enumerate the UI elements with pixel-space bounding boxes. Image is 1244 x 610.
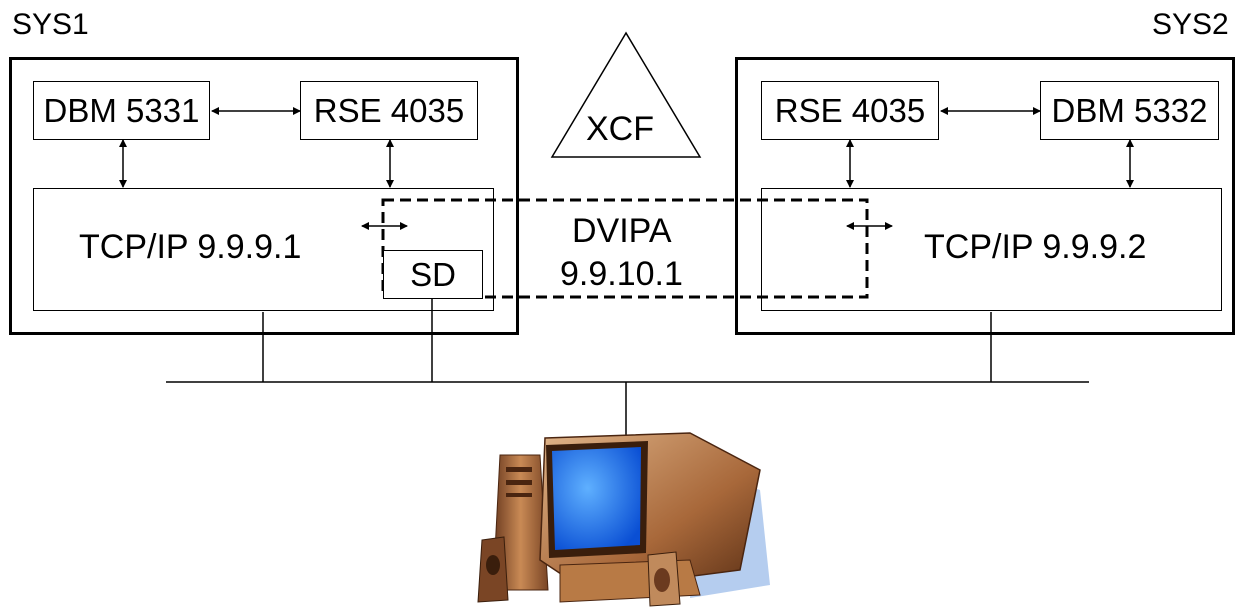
sys2-dbm-box: DBM 5332 [1040,81,1219,140]
sys1-rse-box: RSE 4035 [300,81,478,140]
sys1-sd-box: SD [383,250,483,299]
sys2-rse-label: RSE 4035 [774,91,926,129]
xcf-label: XCF [586,110,654,148]
sys1-tcpip-label: TCP/IP 9.9.9.1 [79,228,302,266]
dvipa-region [381,198,869,299]
sys1-dbm-box: DBM 5331 [33,81,210,140]
computer-icon [477,432,770,607]
sys1-dbm-label: DBM 5331 [43,91,200,129]
sys1-label: SYS1 [12,8,89,41]
sys1-sd-label: SD [410,255,456,293]
dvipa-address: 9.9.10.1 [560,255,683,293]
sys2-tcpip-label: TCP/IP 9.9.9.2 [924,228,1147,266]
dvipa-label: DVIPA [572,212,672,250]
sys2-tcpip-box [761,188,1222,311]
xcf-triangle [550,31,702,158]
sys2-rse-box: RSE 4035 [761,81,939,140]
sys2-label: SYS2 [1152,8,1229,41]
sys1-rse-label: RSE 4035 [313,91,465,129]
sys2-dbm-label: DBM 5332 [1051,91,1208,129]
